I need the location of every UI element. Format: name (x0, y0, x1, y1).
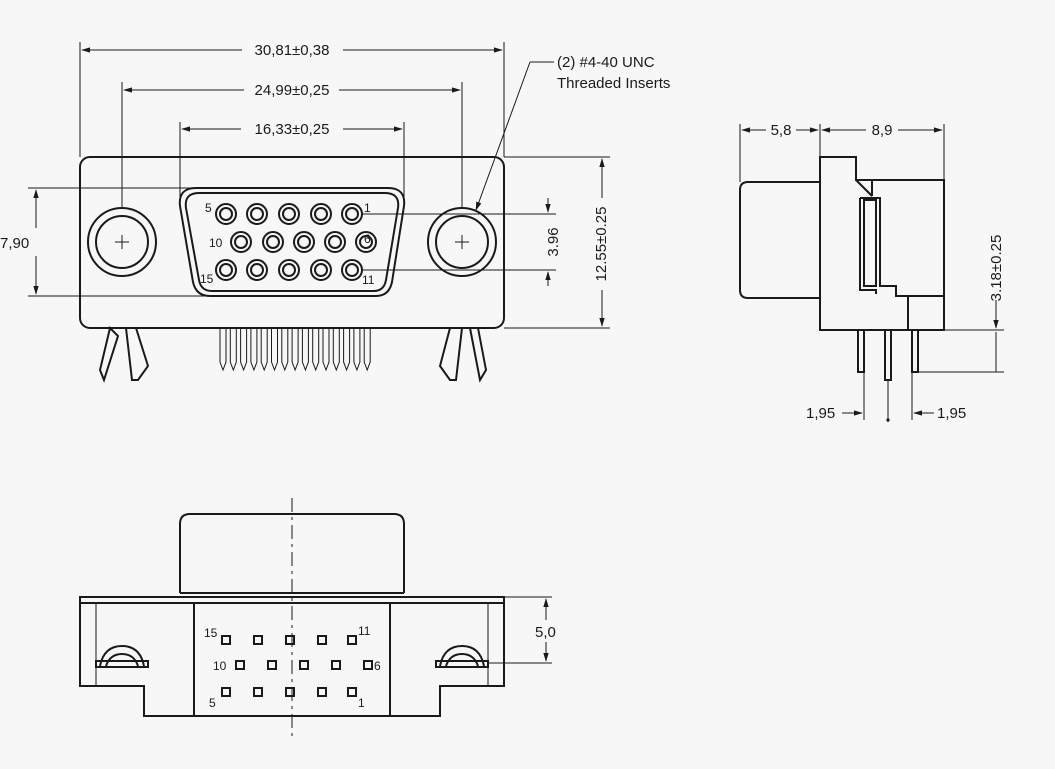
dim-lock-depth: 5,0 (535, 624, 556, 641)
bottom-shell (179, 513, 405, 593)
left-mount-hole (87, 207, 157, 277)
bottom-right-lock (435, 644, 489, 668)
pcb-tail (332, 328, 340, 372)
pcb-tail (281, 328, 289, 372)
front-contact (293, 231, 315, 253)
dim-side-pin-right: 1,95 (937, 405, 966, 422)
front-pin-label-10: 10 (209, 236, 223, 250)
bottom-pad-label-11: 11 (358, 624, 371, 638)
pcb-tail (219, 328, 227, 372)
bottom-pad-label-6: 6 (374, 659, 381, 673)
dim-overall-width: 30,81±0,38 (255, 42, 330, 59)
front-flange (79, 156, 505, 329)
right-board-lock (438, 327, 488, 383)
dim-shell-width: 16,33±0,25 (255, 121, 330, 138)
side-pin-mid (884, 329, 892, 381)
front-contact (215, 203, 237, 225)
bottom-flange (79, 596, 505, 604)
pcb-tail (229, 328, 237, 372)
front-contact (355, 231, 377, 253)
bottom-pad-label-10: 10 (213, 659, 227, 673)
front-contact (246, 259, 268, 281)
front-contact (324, 231, 346, 253)
pcb-tail (291, 328, 299, 372)
pcb-tail (260, 328, 268, 372)
pcb-tails (219, 328, 371, 372)
front-contact (341, 203, 363, 225)
bottom-pad (221, 687, 231, 697)
bottom-pad (363, 660, 373, 670)
front-contact (246, 203, 268, 225)
side-shell (739, 181, 820, 299)
bottom-pad-label-1: 1 (358, 696, 365, 710)
bottom-pad (299, 660, 309, 670)
front-contact (341, 259, 363, 281)
pcb-tail (322, 328, 330, 372)
pcb-tail (240, 328, 248, 372)
front-contact (310, 203, 332, 225)
pcb-tail (312, 328, 320, 372)
bottom-pad (347, 635, 357, 645)
d-shell-inner (184, 192, 400, 292)
bottom-pad (285, 687, 295, 697)
bottom-pad (347, 687, 357, 697)
bottom-pad (221, 635, 231, 645)
front-contact (230, 231, 252, 253)
bottom-view: 5,0 15 11 10 6 5 1 (79, 498, 556, 736)
pcb-tail (353, 328, 361, 372)
dim-side-height: 3.18±0.25 (988, 235, 1005, 302)
bottom-left-lock (95, 644, 149, 668)
side-pin-left (857, 329, 865, 373)
bottom-pad (253, 635, 263, 645)
dim-side-front: 5,8 (771, 122, 792, 139)
front-contact (310, 259, 332, 281)
front-contact (215, 259, 237, 281)
front-contact (278, 259, 300, 281)
pcb-tail (343, 328, 351, 372)
side-view: 5,8 8,9 3.18±0.25 1,95 1,95 (739, 122, 1005, 422)
bottom-pad (331, 660, 341, 670)
pcb-tail (250, 328, 258, 372)
bottom-pads (221, 635, 373, 697)
front-contact (278, 203, 300, 225)
bottom-pad (285, 635, 295, 645)
bottom-pad (253, 687, 263, 697)
front-pin-label-11: 11 (362, 273, 375, 287)
bottom-pad-label-5: 5 (209, 696, 216, 710)
front-pin-label-1: 1 (364, 201, 371, 215)
front-pin-label-5: 5 (205, 201, 212, 215)
bottom-pad (317, 687, 327, 697)
pcb-tail (301, 328, 309, 372)
bottom-pad (235, 660, 245, 670)
dim-shell-height: 7,90 (0, 235, 29, 252)
bottom-pad (267, 660, 277, 670)
side-pin-right (911, 329, 919, 373)
left-board-lock (98, 326, 150, 383)
bottom-pad (317, 635, 327, 645)
side-body (819, 156, 945, 331)
front-view: 30,81±0,38 24,99±0,25 16,33±0,25 7,90 3.… (0, 42, 670, 383)
callout-threaded-inserts: Threaded Inserts (557, 75, 670, 92)
dim-flange-height: 12.55±0.25 (593, 207, 610, 282)
dim-side-pin-left: 1,95 (806, 405, 835, 422)
right-mount-hole (427, 207, 497, 277)
dim-row-pitch: 3.96 (545, 227, 562, 256)
front-pin-label-15: 15 (200, 272, 214, 286)
bottom-pad-label-15: 15 (204, 626, 218, 640)
dim-mount-spacing: 24,99±0,25 (255, 82, 330, 99)
front-contact (262, 231, 284, 253)
pcb-tail (271, 328, 278, 372)
dim-side-body: 8,9 (872, 122, 893, 139)
pcb-tail (363, 328, 371, 372)
callout-thread-spec: (2) #4-40 UNC (557, 54, 655, 71)
front-contacts (215, 203, 377, 281)
front-pin-label-6: 6 (364, 232, 371, 246)
